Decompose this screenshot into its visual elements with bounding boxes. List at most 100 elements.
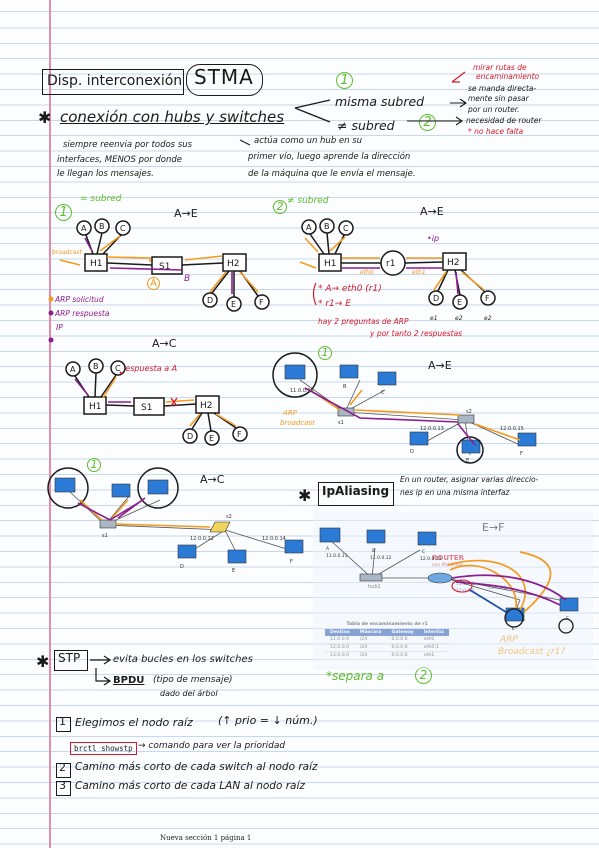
diag2-number: 2 <box>273 200 287 214</box>
diag1-route: A→E <box>174 207 198 220</box>
branch2-number: 2 <box>419 114 436 131</box>
cell: eth0:1 <box>418 643 450 652</box>
diagram2-red-brace <box>312 282 317 306</box>
svg-text:E: E <box>209 434 214 443</box>
cell: 12.0.0.0 <box>325 643 355 652</box>
svg-text:s1: s1 <box>338 420 344 426</box>
svg-text:C: C <box>120 224 126 233</box>
svg-text:E: E <box>466 458 469 464</box>
cell: eth0 <box>418 636 450 644</box>
page-title: Disp. interconexión <box>47 73 183 89</box>
diag2-ip-label: •ip <box>427 234 440 243</box>
red-note-1: mirar rutas de <box>473 63 527 72</box>
diag4-route: A→E <box>428 359 452 372</box>
svg-text:F: F <box>520 451 523 457</box>
diagram2-arrows <box>299 236 485 295</box>
hub-label: hub1 <box>368 584 381 590</box>
router-label: ROUTER <box>432 554 464 562</box>
step2-number: 2 <box>59 761 66 774</box>
svg-text:D: D <box>410 449 414 455</box>
arp-label: ARP <box>500 635 518 645</box>
svg-text:12.0.0.12: 12.0.0.12 <box>190 536 214 542</box>
diag1-purple-letter: B <box>184 274 191 284</box>
diagram1-arrows <box>59 235 259 294</box>
step1-box <box>56 717 71 732</box>
svg-text:H2: H2 <box>200 401 213 411</box>
th-gateway: Gateway <box>386 629 419 636</box>
svg-text:B: B <box>343 384 347 390</box>
diag2-red-3: hay 2 preguntas de ARP <box>318 317 409 326</box>
cell: 11.0.0.0 <box>325 636 355 644</box>
ipalias-note-2: nes ip en una misma interfaz <box>400 488 510 497</box>
separa-number: 2 <box>415 667 432 684</box>
svg-text:E: E <box>512 626 515 632</box>
svg-text:s1: s1 <box>102 533 108 539</box>
diag2-route: A→E <box>420 205 444 218</box>
stma-badge: STMA <box>194 65 254 89</box>
svg-text:A: A <box>70 365 76 374</box>
svg-text:B: B <box>93 362 99 371</box>
cell: eth1 <box>418 651 450 660</box>
svg-text:S1: S1 <box>141 403 152 413</box>
diag2-red-4: y por tanto 2 respuestas <box>370 329 463 338</box>
svg-text:12.0.0.15: 12.0.0.15 <box>500 426 524 432</box>
step1-number: 1 <box>59 715 66 728</box>
step1-label: Elegimos el nodo raíz <box>75 716 193 729</box>
svg-text:12.0.0.14: 12.0.0.14 <box>262 536 286 542</box>
diag5-route: A→C <box>200 473 225 486</box>
ipalias-box <box>318 482 394 506</box>
ipalias-title: IpAliasing <box>322 484 390 498</box>
svg-text:A: A <box>326 546 330 552</box>
diag2-iface-2: e2 <box>455 315 463 322</box>
bpdu-note2: dado del árbol <box>160 689 218 698</box>
svg-text:F: F <box>485 294 490 303</box>
diagram4-circles <box>272 352 484 464</box>
cell: 0.0.0.0 <box>386 651 419 660</box>
intro-heading: conexión con hubs y switches <box>60 108 285 126</box>
legend-ip: IP <box>56 323 63 332</box>
branch1-label: misma subred <box>335 94 425 109</box>
diag2-tag: ≠ subred <box>287 196 329 206</box>
diag1-number: 1 <box>55 204 72 221</box>
svg-text:s2: s2 <box>466 409 472 415</box>
step3-number: 3 <box>59 779 66 792</box>
branch2-label: ≠ subred <box>337 118 395 133</box>
stp-box <box>54 650 88 671</box>
svg-text:H1: H1 <box>324 259 337 269</box>
margin-line <box>49 0 51 848</box>
diagram4-arrows <box>304 387 521 446</box>
diag4-number: 1 <box>318 346 332 360</box>
svg-text:F: F <box>237 430 242 439</box>
svg-text:E: E <box>232 568 235 574</box>
stma-badge-shape <box>186 64 263 96</box>
diag2-red-2: * r1→ E <box>318 299 351 309</box>
intro-arrows <box>239 98 467 146</box>
right-note-4: necesidad de router <box>466 116 542 125</box>
svg-text:B: B <box>372 548 375 554</box>
right-note-1: se manda directa- <box>468 84 537 93</box>
svg-text:B: B <box>99 222 105 231</box>
svg-text:12.0.0.13: 12.0.0.13 <box>420 556 442 562</box>
ipalias-arrows <box>447 551 567 613</box>
svg-text:C: C <box>422 549 425 555</box>
ipalias-pcs <box>319 527 579 622</box>
svg-text:12.0.0.13: 12.0.0.13 <box>420 426 444 432</box>
stp-arrows <box>90 655 112 686</box>
left-note-2: interfaces, MENOS por donde <box>57 155 182 165</box>
svg-text:E: E <box>231 300 236 309</box>
left-note-1: siempre reenvia por todos sus <box>63 140 193 150</box>
diag1-tag: = subred <box>80 194 122 204</box>
branch1-number: 1 <box>336 72 353 89</box>
svg-text:11.0.0.12: 11.0.0.12 <box>370 555 392 561</box>
star-bullet-stp: ✱ <box>36 652 50 671</box>
svg-text:11.0.0.11: 11.0.0.11 <box>326 553 348 559</box>
title-box <box>42 69 184 95</box>
routing-table-title: Tabla de encaminamiento de r1 <box>346 622 428 627</box>
ipalias-route: E→F <box>482 521 505 534</box>
svg-text:r1: r1 <box>386 259 395 269</box>
diagram5-circles <box>47 467 179 509</box>
